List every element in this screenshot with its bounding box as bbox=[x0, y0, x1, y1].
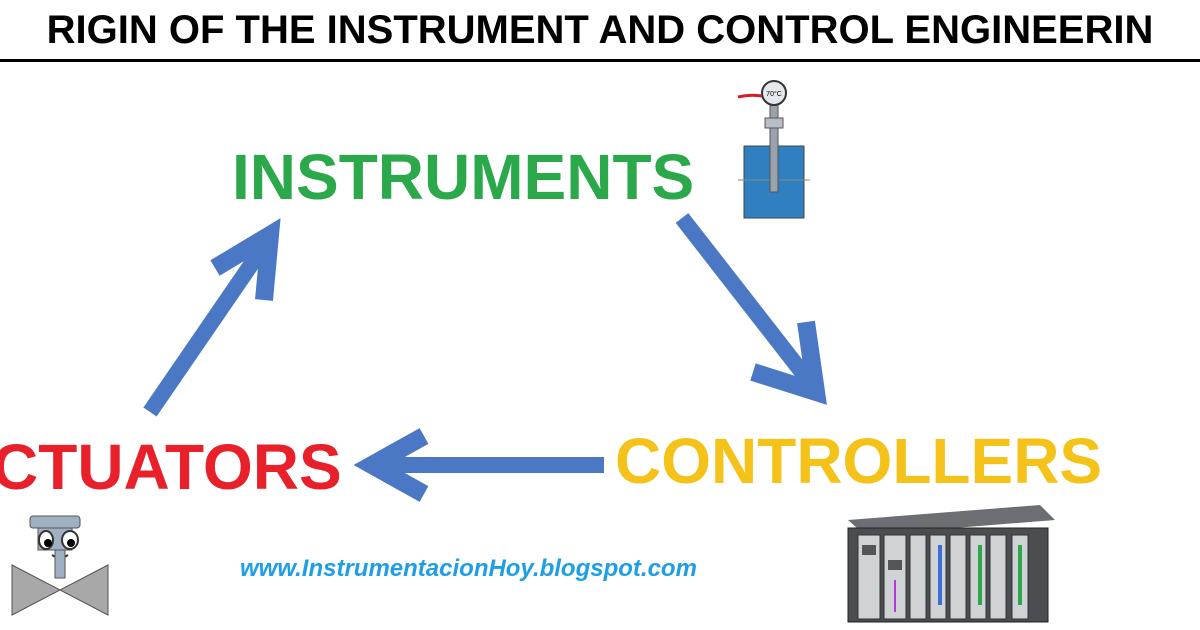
arrow-controllers-to-actuators bbox=[353, 428, 604, 502]
node-instruments: INSTRUMENTS bbox=[232, 141, 695, 213]
plc-rack-icon bbox=[847, 505, 1055, 623]
arrow-actuators-to-instruments bbox=[143, 218, 281, 417]
valve-actuator-icon bbox=[11, 515, 109, 616]
diagram-title: RIGIN OF THE INSTRUMENT AND CONTROL ENGI… bbox=[46, 8, 1154, 52]
node-controllers: CONTROLLERS bbox=[615, 425, 1103, 497]
thermometer-icon: 70°C bbox=[737, 80, 810, 219]
website-link[interactable]: www.InstrumentacionHoy.blogspot.com bbox=[240, 555, 697, 582]
node-actuators: CTUATORS bbox=[0, 431, 342, 503]
thermometer-reading: 70°C bbox=[766, 90, 782, 98]
arrow-instruments-to-controllers bbox=[675, 213, 827, 405]
title-underline bbox=[0, 59, 1200, 62]
